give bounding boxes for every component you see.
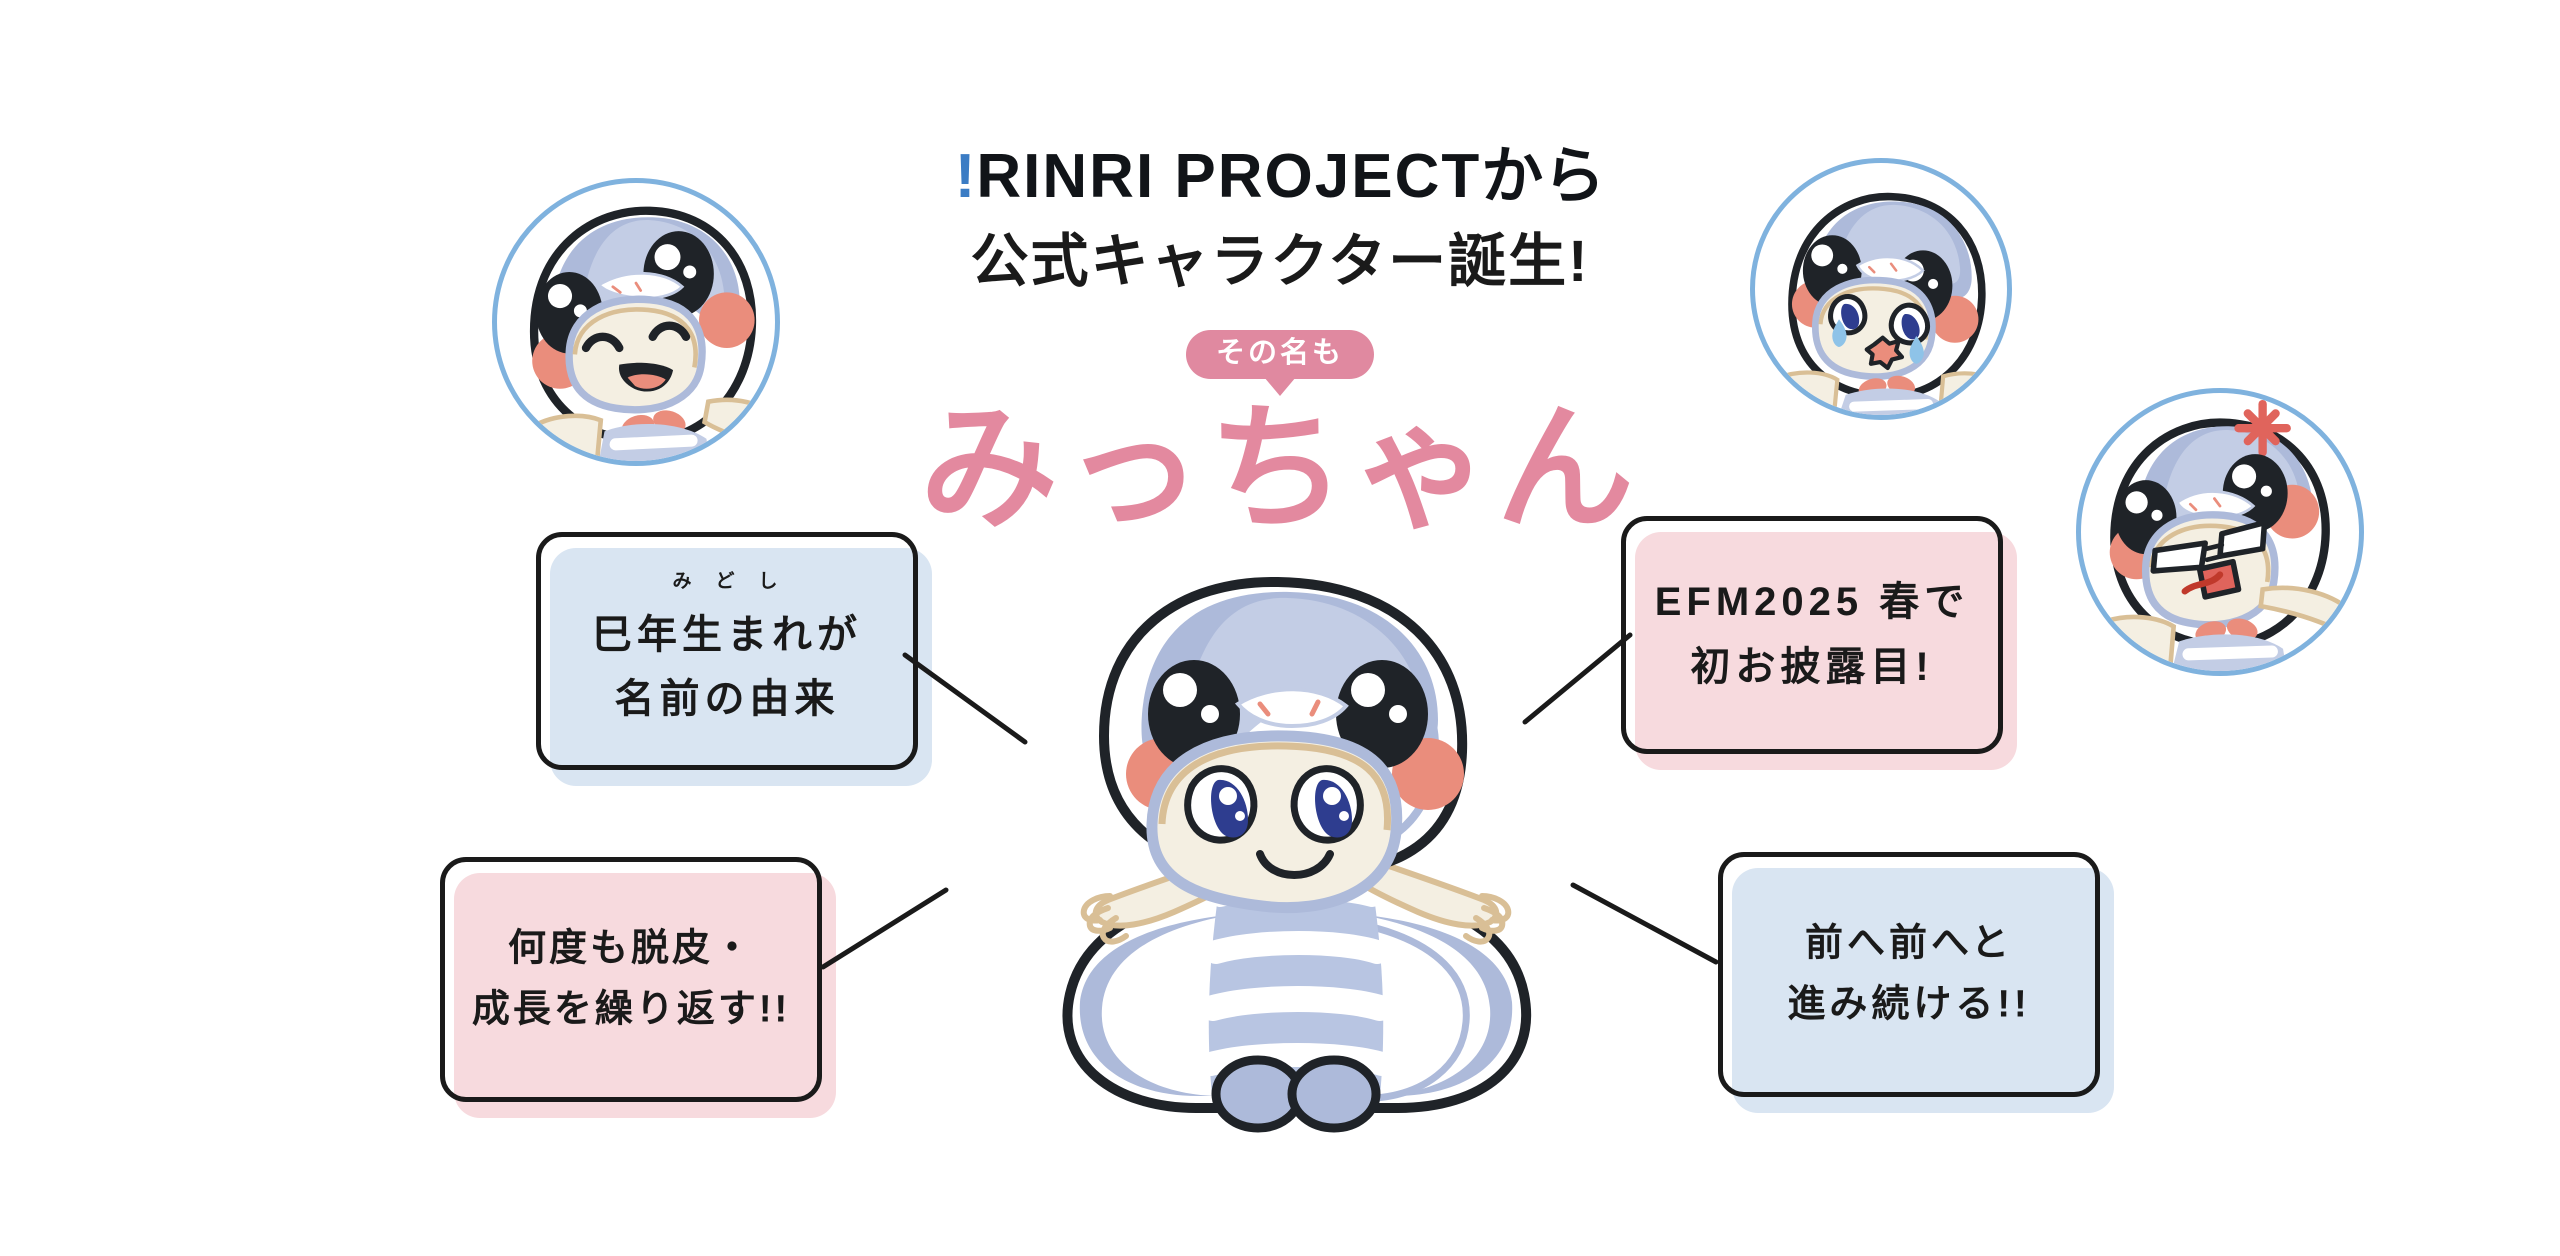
mascot-mitchan [1046,556,1546,1136]
character-name: みっちゃん [919,392,1641,546]
avatar-crying-illustration [1776,192,2007,415]
bubble-moving-forward: 前へ前へと 進み続ける!! [1718,852,2114,1113]
avatar-angry-illustration [2104,399,2353,671]
bubble-tail-origin-of-name [902,652,1028,745]
bubble-tail-debut-event [1522,632,1633,725]
bubble-tail-molting-growth [820,887,949,970]
project-logo: !RINRI PROJECTから [955,146,1606,208]
bubble-text: 巳年生まれが 名前の由来 [592,612,862,722]
bubble-outline [1718,852,2100,1097]
bubble-outline [440,857,822,1102]
logo-suffix-text: から [1481,142,1606,211]
avatar-angry [2076,388,2364,676]
bubble-ruby-text: みどし [672,571,802,592]
avatar-happy-illustration [529,206,775,461]
bubble-shadow [1635,532,2017,770]
name-intro-badge: その名も [1185,330,1375,379]
bubble-outline [1621,516,2003,754]
bubble-text: 前へ前へと 進み続ける!! [1787,921,2031,1026]
bubble-shadow [454,873,836,1118]
bubble-outline [536,532,918,770]
bubble-shadow [550,548,932,786]
avatar-crying [1750,158,2012,420]
bubble-tail-moving-forward [1570,882,1719,965]
bubble-shadow [1732,868,2114,1113]
bubble-debut-event: EFM2025 春で 初お披露目! [1621,516,2017,770]
page-subtitle: 公式キャラクター誕生! [970,229,1590,294]
bubble-text: EFM2025 春で 初お披露目! [1654,580,1970,689]
bubble-molting-growth: 何度も脱皮・ 成長を繰り返す!! [440,857,836,1118]
bubble-text: 何度も脱皮・ 成長を繰り返す!! [471,926,791,1031]
logo-wordmark: RINRI PROJECT [976,142,1482,211]
bubble-origin-of-name: みどし 巳年生まれが 名前の由来 [536,532,932,786]
name-intro-badge-wrap: その名も [1185,330,1375,379]
mascot-illustration [1062,576,1532,1133]
avatar-happy [492,178,780,466]
logo-exclamation-icon: ! [954,142,977,211]
bubble-ruby-holder: みどし [536,566,928,593]
